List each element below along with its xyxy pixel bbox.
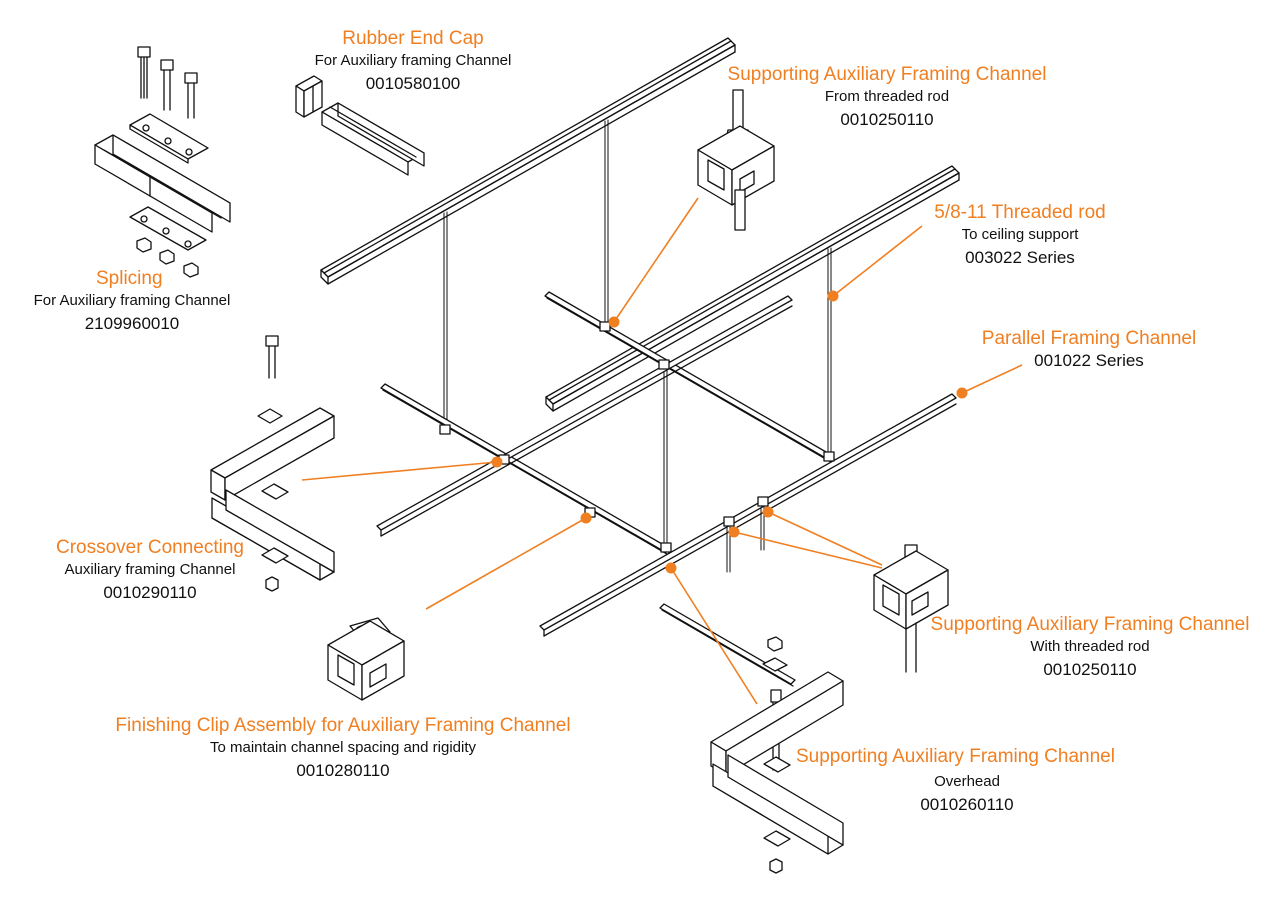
- callout-subtitle: To maintain channel spacing and rigidity: [210, 739, 476, 756]
- grid-channel-d: [539, 393, 957, 637]
- callout-title: Crossover Connecting: [56, 537, 244, 558]
- callout-title: 5/8-11 Threaded rod: [934, 202, 1106, 223]
- top-channel-right: [545, 165, 960, 412]
- grid-clips: [439, 321, 835, 553]
- callout-subtitle: To ceiling support: [961, 226, 1079, 243]
- callout-threaded-rod: 5/8-11 Threaded rod To ceiling support 0…: [910, 203, 1130, 266]
- support-overhead-part: [659, 603, 844, 874]
- callout-code: 0010260110: [920, 795, 1014, 814]
- callout-code: 0010290110: [103, 583, 197, 602]
- callout-title: Finishing Clip Assembly for Auxiliary Fr…: [115, 715, 571, 736]
- threaded-rods: [443, 119, 832, 573]
- splicing-part: [94, 46, 231, 278]
- callout-code: 0010250110: [840, 110, 934, 129]
- callout-subtitle: For Auxiliary framing Channel: [314, 52, 512, 69]
- callout-title: Supporting Auxiliary Framing Channel: [796, 746, 1115, 767]
- finishing-clip-part: [327, 617, 405, 701]
- callout-code: 0010280110: [296, 761, 390, 780]
- callout-code: 0010580100: [365, 74, 461, 93]
- callout-title: Splicing: [96, 268, 163, 289]
- callout-subtitle: From threaded rod: [824, 88, 950, 105]
- callout-crossover: Crossover Connecting Auxiliary framing C…: [40, 538, 260, 601]
- callout-code: 0010250110: [1043, 660, 1137, 679]
- callout-subtitle: For Auxiliary framing Channel: [33, 292, 231, 309]
- callout-dots: [491, 290, 968, 574]
- callout-code: 2109960010: [84, 314, 180, 333]
- callout-subtitle: Overhead: [934, 773, 1000, 790]
- callout-title: Supporting Auxiliary Framing Channel: [727, 64, 1047, 85]
- callout-support-overhead: Supporting Auxiliary Framing Channel Ove…: [792, 747, 1142, 813]
- callout-support-with-rod: Supporting Auxiliary Framing Channel Wit…: [912, 615, 1268, 678]
- callout-code: 003022 Series: [965, 248, 1075, 267]
- callout-title: Rubber End Cap: [342, 28, 484, 49]
- support-with-rod-part: [873, 544, 949, 673]
- callout-subtitle: With threaded rod: [1030, 638, 1150, 655]
- crossover-connecting-part: [210, 335, 335, 592]
- callout-title: Supporting Auxiliary Framing Channel: [930, 614, 1250, 635]
- rubber-end-cap-part: [295, 75, 425, 176]
- grid-channel-c: [376, 295, 793, 537]
- callout-title: Parallel Framing Channel: [981, 328, 1197, 349]
- callout-rubber-end-cap: Rubber End Cap For Auxiliary framing Cha…: [288, 29, 538, 92]
- leader-lines: [301, 197, 1023, 705]
- callout-splicing: Splicing For Auxiliary framing Channel 2…: [10, 269, 254, 332]
- callout-code: 001022 Series: [1034, 351, 1144, 370]
- callout-finishing-clip: Finishing Clip Assembly for Auxiliary Fr…: [92, 716, 594, 779]
- callout-support-from-rod: Supporting Auxiliary Framing Channel Fro…: [712, 65, 1062, 128]
- top-channel-left: [320, 37, 736, 285]
- callout-parallel-channel: Parallel Framing Channel 001022 Series: [966, 329, 1212, 369]
- support-from-rod-part: [697, 89, 775, 231]
- callout-subtitle: Auxiliary framing Channel: [64, 561, 236, 578]
